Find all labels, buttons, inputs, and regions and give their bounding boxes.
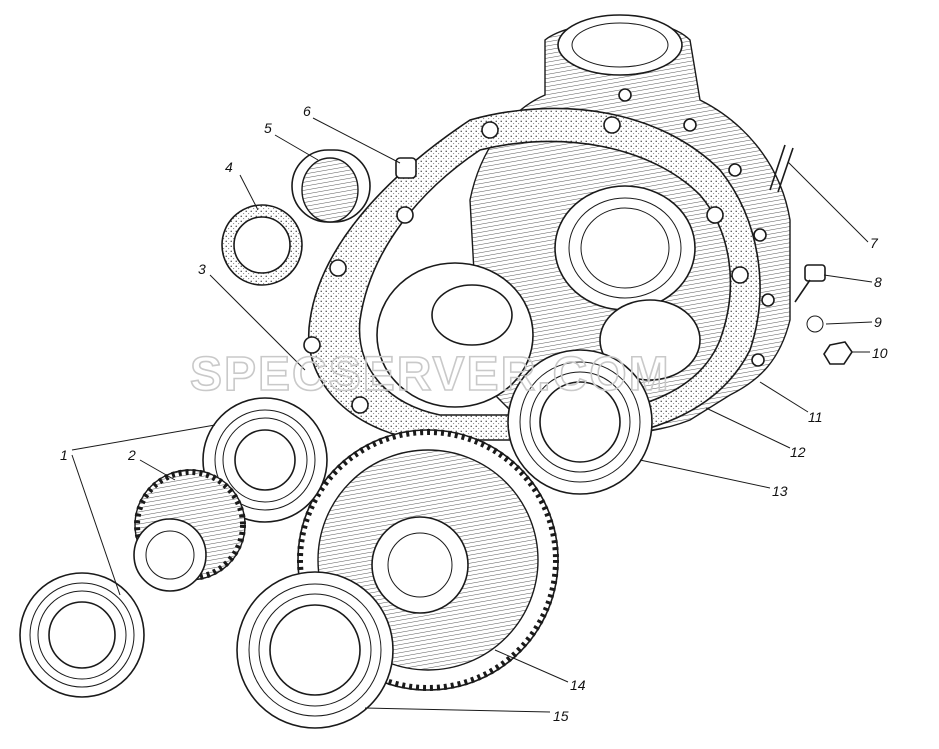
callout-1: 1 — [60, 447, 68, 463]
bearing-1-lower — [19, 572, 145, 698]
callout-6: 6 — [303, 103, 311, 119]
gasket — [303, 107, 761, 441]
callout-2: 2 — [127, 447, 136, 463]
callout-5: 5 — [264, 120, 272, 136]
callout-15: 15 — [553, 708, 569, 724]
gear-2 — [133, 469, 246, 592]
callout-7: 7 — [870, 235, 879, 251]
callout-12: 12 — [790, 444, 806, 460]
ring-4 — [221, 204, 303, 286]
nut-10 — [823, 341, 853, 365]
watermark-text: SPECSERVER.COM — [190, 348, 671, 401]
callout-9: 9 — [874, 314, 882, 330]
bolt-8 — [794, 264, 826, 303]
callout-10: 10 — [872, 345, 888, 361]
bearing-13 — [507, 349, 653, 495]
pin-7 — [769, 144, 794, 193]
washer-9 — [806, 315, 824, 333]
callout-11: 11 — [808, 409, 823, 425]
leader-lines — [71, 117, 873, 713]
housing-bores — [376, 185, 701, 408]
callout-14: 14 — [570, 677, 586, 693]
bearing-15 — [236, 571, 394, 729]
callout-8: 8 — [874, 274, 882, 290]
callout-labels: 1 2 3 4 5 6 7 8 9 10 11 12 13 14 15 — [60, 103, 888, 724]
callout-4: 4 — [225, 159, 233, 175]
callout-13: 13 — [772, 483, 788, 499]
plug-6 — [395, 157, 417, 179]
sleeve-5 — [291, 149, 371, 223]
callout-3: 3 — [198, 261, 206, 277]
